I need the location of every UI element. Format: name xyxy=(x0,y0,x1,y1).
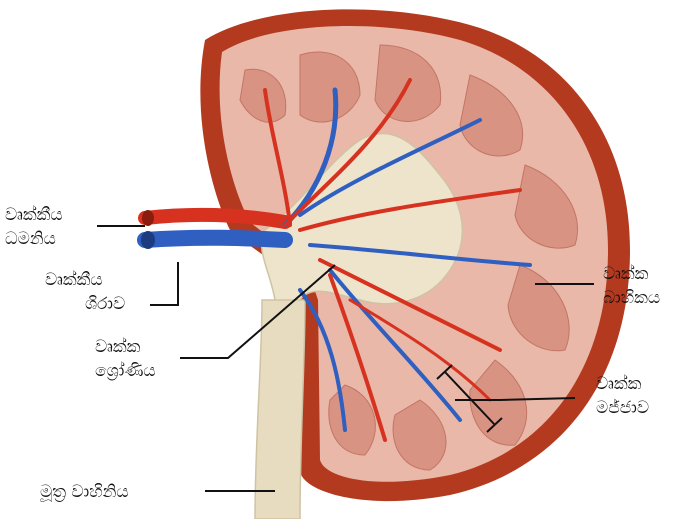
renal-artery-vessel xyxy=(145,215,285,222)
renal-vein-label-line1: වෘක්කීය xyxy=(45,268,125,292)
ureter-label-line1: මූත්‍ර වාහිනිය xyxy=(40,480,129,504)
renal-vein-vessel xyxy=(145,238,285,240)
renal-pelvis-label-line1: වෘක්ක xyxy=(95,335,156,359)
renal-cortex-label-line1: වෘක්ක xyxy=(603,262,660,286)
ureter-label: මූත්‍ර වාහිනිය xyxy=(40,480,129,504)
renal-pelvis-label: වෘක්ක ශ්‍රෝණිය xyxy=(95,335,156,383)
renal-medulla-label: වෘක්ක මජ්ජාව xyxy=(596,372,649,420)
renal-pelvis-label-line2: ශ්‍රෝණිය xyxy=(95,359,156,383)
renal-vein-label: වෘක්කීය ශිරාව xyxy=(45,268,125,316)
renal-medulla-label-line2: මජ්ජාව xyxy=(596,396,649,420)
renal-vein-label-line2: ශිරාව xyxy=(45,292,125,316)
renal-cortex-label: වෘක්ක බාහිකය xyxy=(603,262,660,310)
renal-vein-leader xyxy=(150,262,178,305)
ureter-tube xyxy=(255,300,305,519)
renal-cortex-label-line2: බාහිකය xyxy=(603,286,660,310)
renal-artery-label-line2: ධමනිය xyxy=(5,227,63,251)
renal-artery-label: වෘක්කීය ධමනිය xyxy=(5,203,63,251)
artery-opening xyxy=(142,210,154,226)
renal-medulla-label-line1: වෘක්ක xyxy=(596,372,649,396)
vein-opening xyxy=(141,231,155,249)
renal-artery-label-line1: වෘක්කීය xyxy=(5,203,63,227)
